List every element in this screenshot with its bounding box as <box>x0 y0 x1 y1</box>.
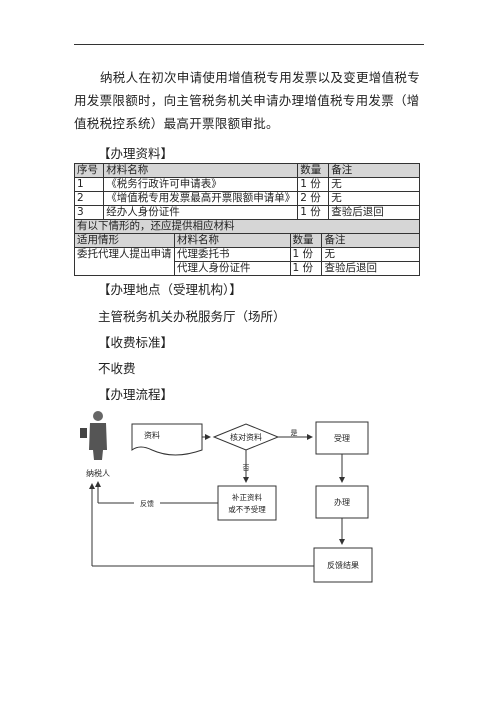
header-cell: 备注 <box>328 163 420 178</box>
no-label: 否 <box>243 464 250 472</box>
materials-label: 资料 <box>144 430 160 440</box>
table-cell: 2 <box>73 191 105 206</box>
table-cell: 1 份 <box>289 247 323 262</box>
table-cell: 无 <box>321 247 420 262</box>
process-heading: 【办理流程】 <box>98 387 174 402</box>
table-cell: 无 <box>328 191 420 206</box>
table-row: 1 《税务行政许可申请表》 1 份 无 <box>73 177 420 192</box>
feedback-label: 反馈 <box>140 499 154 508</box>
handle-label: 办理 <box>334 497 350 507</box>
header-cell: 数量 <box>289 233 323 248</box>
handle-box <box>315 485 369 519</box>
table-cell: 《增值税专用发票最高开票限额申请单》 <box>103 191 299 206</box>
table-title: 有以下情形的，还应提供相应材料 <box>74 219 420 234</box>
header-cell: 材料名称 <box>173 233 291 248</box>
result-box <box>313 547 373 583</box>
feedback-label-bg <box>134 497 160 508</box>
correct-label-line1: 补正资料 <box>232 492 262 502</box>
header-cell: 备注 <box>321 233 420 248</box>
fee-text: 不收费 <box>98 361 136 376</box>
table-cell: 经办人身份证件 <box>103 205 299 220</box>
person-icon <box>80 411 107 460</box>
verify-label: 核对资料 <box>230 432 262 442</box>
accept-label: 受理 <box>334 433 350 443</box>
table-cell: 委托代理人提出申请 <box>74 247 175 276</box>
table-header-row: 适用情形 材料名称 数量 备注 <box>74 233 420 248</box>
table-cell: 查验后退回 <box>321 261 420 276</box>
header-cell: 材料名称 <box>103 163 299 178</box>
table-cell: 2 份 <box>297 191 330 206</box>
table-cell: 《税务行政许可申请表》 <box>103 177 299 192</box>
table-cell: 1 份 <box>297 177 330 192</box>
table-row: 委托代理人提出申请 代理委托书 1 份 无 <box>74 247 420 276</box>
intro-paragraph: 纳税人在初次申请使用增值税专用发票以及变更增值税专用发票限额时，向主管税务机关申… <box>74 70 421 131</box>
table-row: 2 《增值税专用发票最高开票限额申请单》 2 份 无 <box>73 191 420 206</box>
table-cell: 无 <box>328 177 420 192</box>
header-cell: 数量 <box>297 163 330 178</box>
table-row: 代理人身份证件 1 份 查验后退回 <box>75 261 420 276</box>
location-heading: 【办理地点（受理机构）】 <box>98 282 242 297</box>
correct-box <box>217 485 277 521</box>
table-header-row: 序号 材料名称 数量 备注 <box>73 163 420 178</box>
process-flowchart: 纳税人 资料 核对资料 是 受理 否 补正资料 或不予受理 反馈 办理 反馈结果 <box>80 411 373 583</box>
table-cell: 1 份 <box>297 205 330 220</box>
header-cell: 序号 <box>73 163 105 178</box>
result-label: 反馈结果 <box>327 560 359 570</box>
table-cell: 代理委托书 <box>173 247 291 262</box>
correct-label-line2: 或不予受理 <box>228 504 266 514</box>
header-cell: 适用情形 <box>74 233 175 248</box>
materials-table: 序号 材料名称 数量 备注 1 《税务行政许可申请表》 1 份 无 2 《增值税… <box>73 163 420 220</box>
person-label: 纳税人 <box>86 468 110 478</box>
table-cell: 查验后退回 <box>328 205 420 220</box>
table-cell: 3 <box>73 205 105 220</box>
table-title-row: 有以下情形的，还应提供相应材料 <box>74 219 420 234</box>
table-cell: 代理人身份证件 <box>173 261 291 276</box>
top-rule <box>74 44 424 45</box>
table-row: 3 经办人身份证件 1 份 查验后退回 <box>73 205 420 220</box>
materials-document-shape <box>131 423 203 456</box>
yes-label: 是 <box>291 429 298 437</box>
materials-heading: 【办理资料】 <box>98 146 174 161</box>
location-text: 主管税务机关办税服务厅（场所） <box>98 309 286 324</box>
fee-heading: 【收费标准】 <box>98 335 174 350</box>
table-cell: 1 份 <box>289 261 323 276</box>
additional-materials-table: 有以下情形的，还应提供相应材料 适用情形 材料名称 数量 备注 委托代理人提出申… <box>74 219 420 276</box>
table-cell: 1 <box>73 177 105 192</box>
